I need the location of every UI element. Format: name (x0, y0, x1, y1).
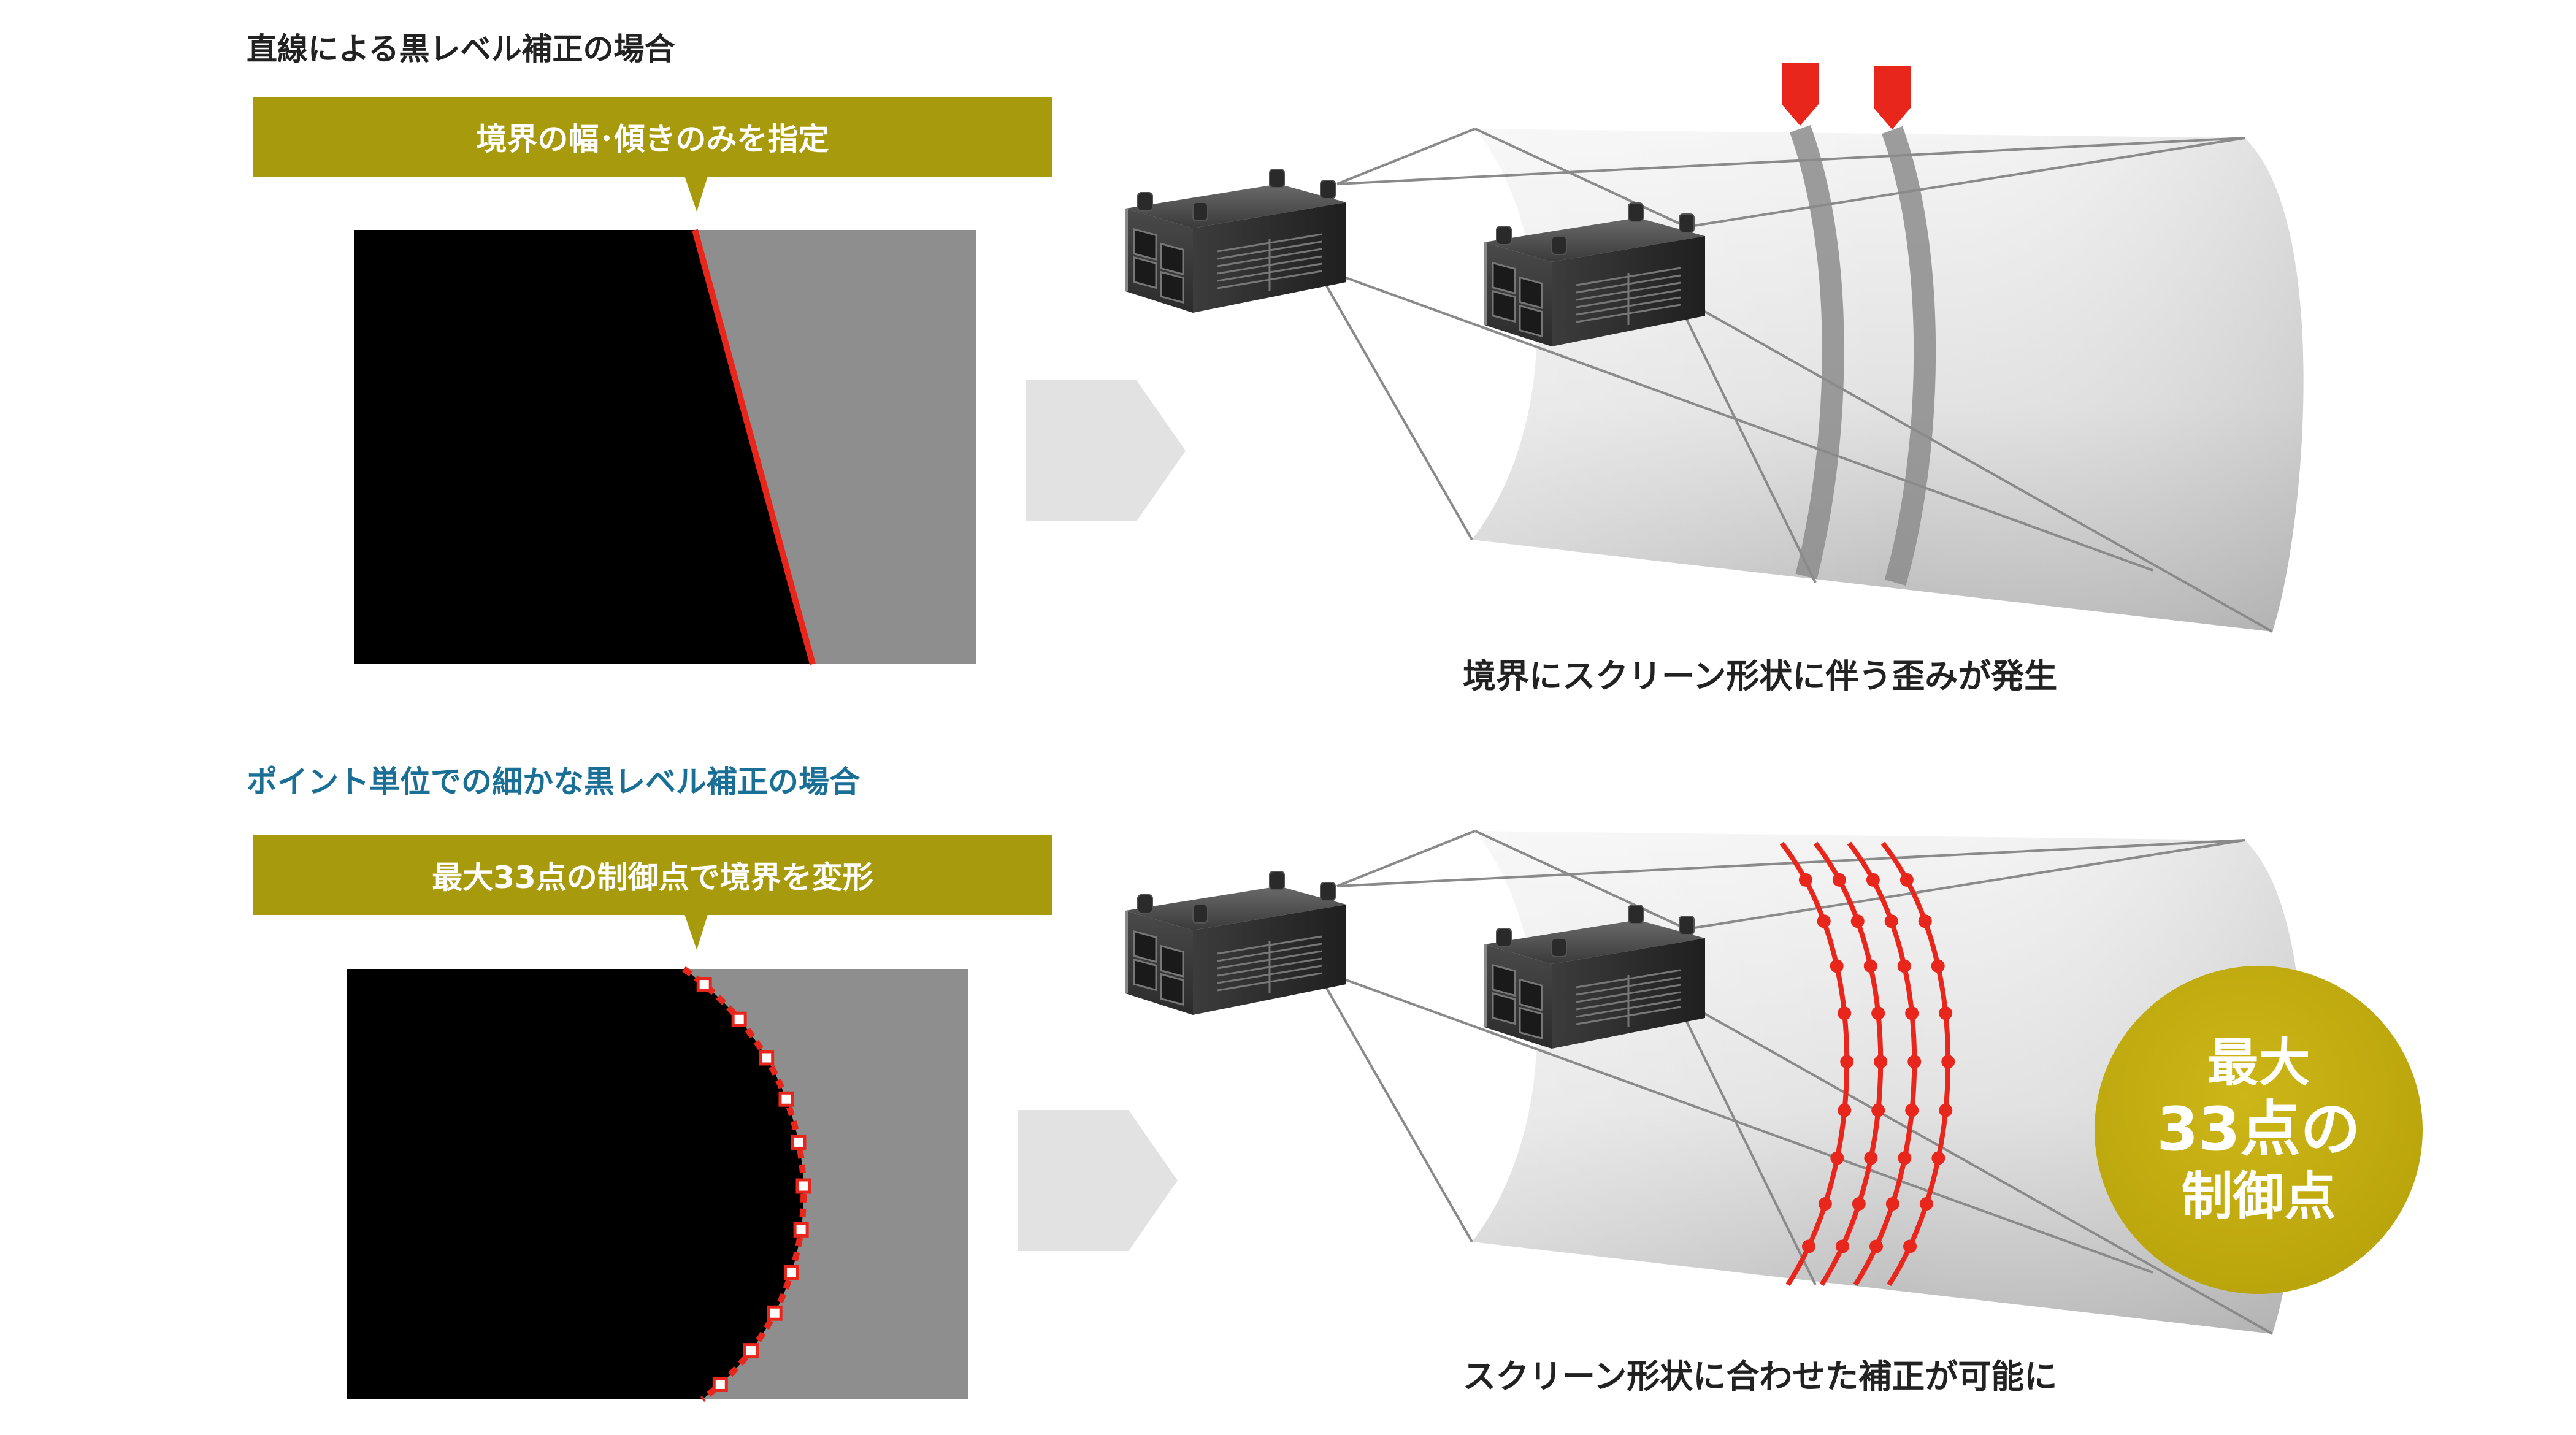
control-points (696, 977, 811, 1392)
control-point-marker (783, 1265, 799, 1280)
screen-control-point (1931, 1151, 1945, 1165)
screen-control-curves (1779, 841, 1955, 1287)
screen-control-point (1863, 959, 1877, 973)
top-projection-lines (1314, 128, 2273, 633)
badge-line-1: 最大 (2207, 1032, 2310, 1093)
screen-control-point (1864, 1151, 1878, 1165)
bottom-boundary-panel (347, 966, 968, 1402)
control-points-badge: 最大 33点の 制御点 (2095, 966, 2423, 1294)
screen-control-point (1939, 1006, 1953, 1020)
screen-control-point (1919, 1197, 1933, 1211)
screen-control-point (1838, 1103, 1852, 1117)
distorted-band-1 (1790, 124, 1844, 580)
control-point-marker (759, 1050, 775, 1066)
distorted-band-2 (1882, 126, 1936, 586)
control-point-marker (712, 1376, 728, 1392)
screen-control-point (1866, 873, 1880, 887)
screen-control-point (1817, 914, 1831, 928)
straight-boundary-line (692, 229, 816, 665)
top-caption: 境界にスクリーン形状に伴う歪みが発生 (1463, 657, 2058, 695)
badge-line-2: 33点の (2156, 1094, 2361, 1165)
screen-control-point (1903, 1239, 1917, 1253)
control-point-marker (767, 1305, 783, 1321)
distortion-marker-icon (1782, 63, 1819, 126)
screen-control-point (1907, 1055, 1922, 1069)
projector-icon (1124, 168, 1347, 314)
control-point-marker (791, 1134, 807, 1150)
screen-control-point (1884, 914, 1898, 928)
top-curved-screen (1472, 124, 2304, 632)
screen-control-point (1871, 1103, 1885, 1117)
badge-line-3: 制御点 (2181, 1166, 2336, 1227)
top-banner: 境界の幅･傾きのみを指定 (253, 97, 1052, 177)
bottom-banner: 最大33点の制御点で境界を変形 (253, 835, 1052, 915)
top-banner-pointer (684, 176, 708, 212)
control-point-marker (793, 1222, 809, 1238)
distortion-marker-icon (1874, 66, 1911, 129)
control-point-marker (795, 1178, 811, 1194)
bottom-banner-pointer (684, 914, 708, 950)
screen-control-point (1802, 1239, 1816, 1253)
control-point-marker (731, 1011, 747, 1027)
control-point-marker (743, 1343, 759, 1359)
screen-control-point (1832, 873, 1846, 887)
projector-icon (1124, 870, 1347, 1016)
bottom-caption: スクリーン形状に合わせた補正が可能に (1463, 1357, 2058, 1396)
screen-control-point (1897, 959, 1911, 973)
screen-control-point (1939, 1103, 1953, 1117)
screen-control-point (1830, 1151, 1844, 1165)
screen-control-point (1941, 1055, 1955, 1069)
screen-control-point (1830, 959, 1844, 973)
screen-control-point (1931, 959, 1945, 973)
screen-control-point (1838, 1006, 1852, 1020)
screen-control-point (1905, 1103, 1919, 1117)
screen-control-point (1850, 914, 1865, 928)
screen-control-point (1836, 1239, 1850, 1253)
screen-control-point (1918, 914, 1932, 928)
screen-control-point (1852, 1197, 1866, 1211)
control-point-marker (696, 977, 712, 993)
screen-control-point (1899, 873, 1914, 887)
top-boundary-panel (354, 229, 976, 665)
screen-control-point (1840, 1055, 1854, 1069)
screen-control-point (1818, 1197, 1832, 1211)
top-arrow-icon (1026, 380, 1186, 521)
screen-control-point (1905, 1006, 1919, 1020)
screen-control-point (1871, 1006, 1885, 1020)
screen-control-point (1885, 1197, 1899, 1211)
control-point-marker (778, 1091, 794, 1107)
screen-control-point (1798, 873, 1812, 887)
bottom-section-heading: ポイント単位での細かな黒レベル補正の場合 (247, 764, 860, 800)
screen-control-point (1874, 1055, 1888, 1069)
bottom-arrow-icon (1018, 1110, 1178, 1251)
bottom-projection-lines (1314, 830, 2273, 1335)
top-section-heading: 直線による黒レベル補正の場合 (247, 31, 675, 67)
screen-control-point (1898, 1151, 1912, 1165)
screen-control-point (1869, 1239, 1884, 1253)
